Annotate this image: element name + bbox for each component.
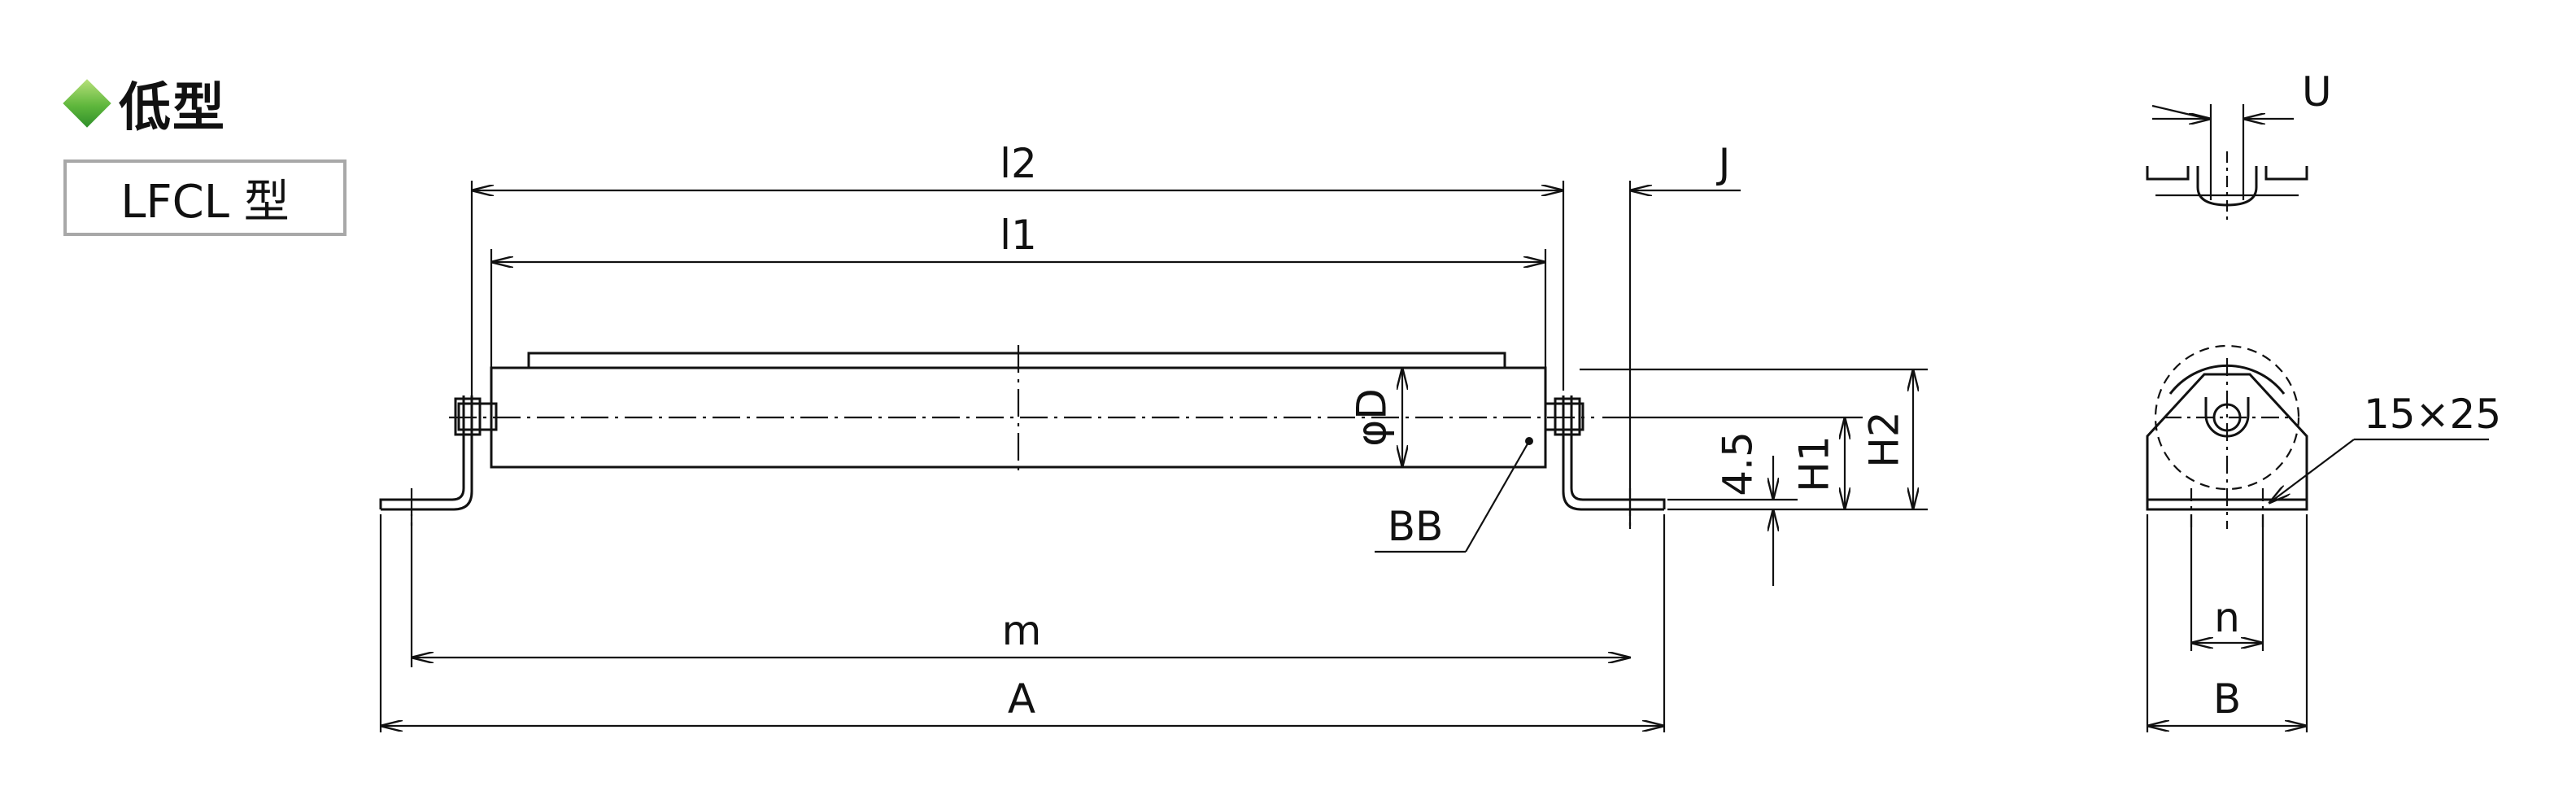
left-bolt <box>457 402 498 431</box>
dim-l2-label: l2 <box>1000 140 1037 187</box>
detail-right-lip <box>2264 166 2308 181</box>
dim-n-label: n <box>2214 594 2240 641</box>
roller-hidden-circle <box>2154 344 2300 491</box>
left-bracket-inner <box>379 395 465 509</box>
dim-m-label: m <box>1002 607 1042 654</box>
dim-slot-label: 15×25 <box>2364 391 2501 438</box>
dim-u-label: U <box>2302 68 2332 116</box>
dim-j-label: J <box>1716 140 1731 187</box>
dim-phid-label: φD <box>1349 388 1396 446</box>
dim-bb-label: BB <box>1388 503 1444 550</box>
dim-h2-label: H2 <box>1861 411 1908 467</box>
bb-leader <box>1465 440 1530 553</box>
dim-b-label: B <box>2213 675 2241 723</box>
detail-left-lip <box>2146 166 2190 181</box>
right-bracket-inner <box>1570 395 1666 509</box>
type-label-box: LFCL 型 <box>63 159 347 236</box>
front-view: l2 J l1 φD BB H2 H1 4.5 m <box>379 140 1928 732</box>
right-bracket-outer <box>1562 395 1664 511</box>
slot-leader <box>2269 439 2355 503</box>
side-view: 15×25 n B <box>2146 344 2501 732</box>
dim-45-label: 4.5 <box>1715 431 1762 496</box>
right-bolt <box>1544 402 1584 431</box>
left-bracket-outer <box>381 395 473 511</box>
top-detail-view: U <box>2146 68 2332 223</box>
dim-h1-label: H1 <box>1791 435 1838 492</box>
type-label: LFCL 型 <box>120 175 290 229</box>
dim-a-label: A <box>1008 675 1035 723</box>
left-nut <box>454 397 482 436</box>
roller-top-flat <box>527 352 1506 368</box>
side-bracket <box>2146 373 2308 511</box>
title-text: 低型 <box>119 78 226 138</box>
right-nut <box>1554 397 1581 436</box>
dim-l1-label: l1 <box>1000 212 1037 259</box>
section-title: 低型 <box>62 67 226 140</box>
